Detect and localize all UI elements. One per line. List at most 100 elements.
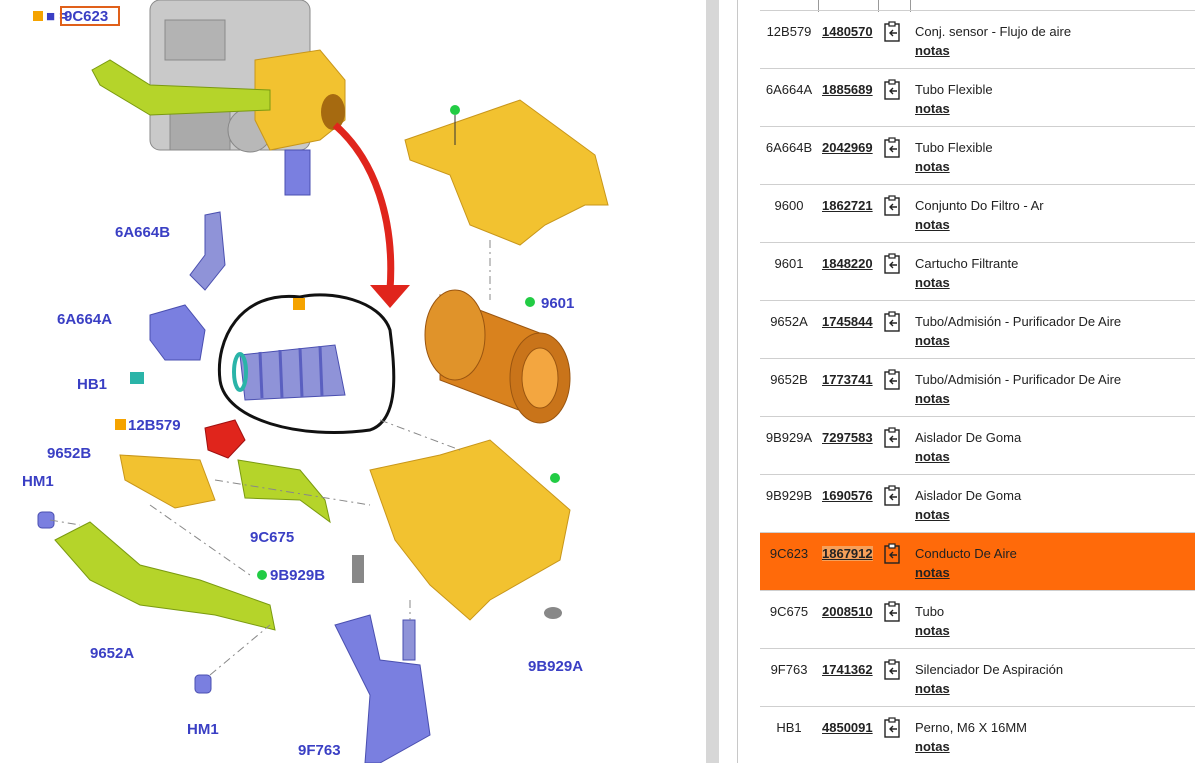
label-12B579[interactable]: 12B579 <box>128 417 181 434</box>
part-number-link[interactable]: 1867912 <box>822 546 873 561</box>
table-row[interactable]: 9652B 1773741 Tubo/Admisión - Purificador … <box>760 358 1195 417</box>
part-number-link[interactable]: 1745844 <box>822 314 873 329</box>
label-9652B[interactable]: 9652B <box>47 445 91 462</box>
part-number-link[interactable]: 1773741 <box>822 372 873 387</box>
table-row[interactable]: 9652A 1745844 Tubo/Admisión - Purificador … <box>760 300 1195 359</box>
add-to-list-icon[interactable] <box>883 543 903 565</box>
label-HB1[interactable]: HB1 <box>77 376 107 393</box>
add-to-list-icon[interactable] <box>883 253 903 275</box>
part-description: Conducto De Aire <box>915 546 1017 561</box>
bolt-HB1 <box>130 372 144 384</box>
add-to-list-icon[interactable] <box>883 21 903 43</box>
part-description: Aislador De Goma <box>915 430 1022 445</box>
part-code: 9652B <box>770 372 808 387</box>
part-description: Tubo Flexible <box>915 82 993 97</box>
hose-6A664A <box>149 304 206 361</box>
label-9F763[interactable]: 9F763 <box>298 742 341 759</box>
table-row[interactable]: 9B929A 7297583 Aislador De Goma notas <box>760 416 1195 475</box>
add-to-list-icon[interactable] <box>883 427 903 449</box>
notes-link[interactable]: notas <box>915 333 950 348</box>
add-to-list-icon[interactable] <box>883 485 903 507</box>
legend-marker <box>33 11 43 21</box>
legend-code[interactable]: 9C623 <box>64 8 108 25</box>
notes-link[interactable]: notas <box>915 449 950 464</box>
part-number-link[interactable]: 1480570 <box>822 24 873 39</box>
cover-marker <box>450 105 460 115</box>
label-6A664A[interactable]: 6A664A <box>57 311 112 328</box>
part-description: Aislador De Goma <box>915 488 1022 503</box>
add-to-list-icon[interactable] <box>883 79 903 101</box>
part-number-link[interactable]: 1741362 <box>822 662 873 677</box>
panel-divider[interactable] <box>706 0 719 763</box>
part-code: 9652A <box>770 314 808 329</box>
notes-link[interactable]: notas <box>915 565 950 580</box>
part-number-link[interactable]: 1885689 <box>822 82 873 97</box>
notes-link[interactable]: notas <box>915 681 950 696</box>
notes-link[interactable]: notas <box>915 507 950 522</box>
label-6A664B[interactable]: 6A664B <box>115 224 170 241</box>
part-description: Cartucho Filtrante <box>915 256 1019 271</box>
tube-9C675 <box>237 459 331 524</box>
part-code: 9B929B <box>765 488 813 503</box>
notes-link[interactable]: notas <box>915 159 950 174</box>
legend-code-box[interactable] <box>60 6 120 26</box>
table-row[interactable]: 9C623 1867912 Conducto De Aire notas <box>760 532 1195 591</box>
part-code: 9601 <box>774 256 804 271</box>
label-HM1-bottom[interactable]: HM1 <box>187 721 219 738</box>
label-9B929B[interactable]: 9B929B <box>270 567 325 584</box>
notes-link[interactable]: notas <box>915 101 950 116</box>
add-to-list-icon[interactable] <box>883 137 903 159</box>
label-9652A[interactable]: 9652A <box>90 645 134 662</box>
notes-link[interactable]: notas <box>915 43 950 58</box>
table-header-stub <box>760 0 1195 12</box>
red-arrow-shaft <box>332 122 395 291</box>
label-HM1-top[interactable]: HM1 <box>22 473 54 490</box>
add-to-list-icon[interactable] <box>883 195 903 217</box>
part-code: 9B929A <box>765 430 813 445</box>
add-to-list-icon[interactable] <box>883 601 903 623</box>
add-to-list-icon[interactable] <box>883 369 903 391</box>
air-duct-9C623[interactable] <box>232 344 346 401</box>
notes-link[interactable]: notas <box>915 739 950 754</box>
part-code: 9F763 <box>770 662 808 677</box>
part-number-link[interactable]: 2042969 <box>822 140 873 155</box>
label-9601[interactable]: 9601 <box>541 295 574 312</box>
notes-link[interactable]: notas <box>915 275 950 290</box>
table-row[interactable]: 9B929B 1690576 Aislador De Goma notas <box>760 474 1195 533</box>
table-row[interactable]: 9601 1848220 Cartucho Filtrante notas <box>760 242 1195 301</box>
part-number-link[interactable]: 7297583 <box>822 430 873 445</box>
sensor-12B579 <box>204 419 246 459</box>
part-description: Tubo/Admisión - Purificador De Aire <box>915 314 1122 329</box>
part-code: 12B579 <box>766 24 812 39</box>
label-9B929A[interactable]: 9B929A <box>528 658 583 675</box>
part-description: Tubo Flexible <box>915 140 993 155</box>
hose-6A664B <box>189 211 226 291</box>
label-9C675[interactable]: 9C675 <box>250 529 294 546</box>
add-to-list-icon[interactable] <box>883 717 903 739</box>
airbox-lower <box>369 439 571 621</box>
part-description: Tubo/Admisión - Purificador De Aire <box>915 372 1122 387</box>
part-number-link[interactable]: 1690576 <box>822 488 873 503</box>
part-number-link[interactable]: 4850091 <box>822 720 873 735</box>
notes-link[interactable]: notas <box>915 623 950 638</box>
part-code: 9C623 <box>769 546 809 561</box>
silencer-pipe <box>402 619 416 661</box>
notes-link[interactable]: notas <box>915 391 950 406</box>
part-code: 6A664B <box>765 140 813 155</box>
table-row[interactable]: 6A664B 2042969 Tubo Flexible notas <box>760 126 1195 185</box>
notes-link[interactable]: notas <box>915 217 950 232</box>
leader-lines <box>49 240 491 676</box>
part-number-link[interactable]: 2008510 <box>822 604 873 619</box>
add-to-list-icon[interactable] <box>883 311 903 333</box>
part-description: Tubo <box>915 604 945 619</box>
add-to-list-icon[interactable] <box>883 659 903 681</box>
part-number-link[interactable]: 1848220 <box>822 256 873 271</box>
fastener-HM1-top <box>37 511 55 529</box>
part-number-link[interactable]: 1862721 <box>822 198 873 213</box>
